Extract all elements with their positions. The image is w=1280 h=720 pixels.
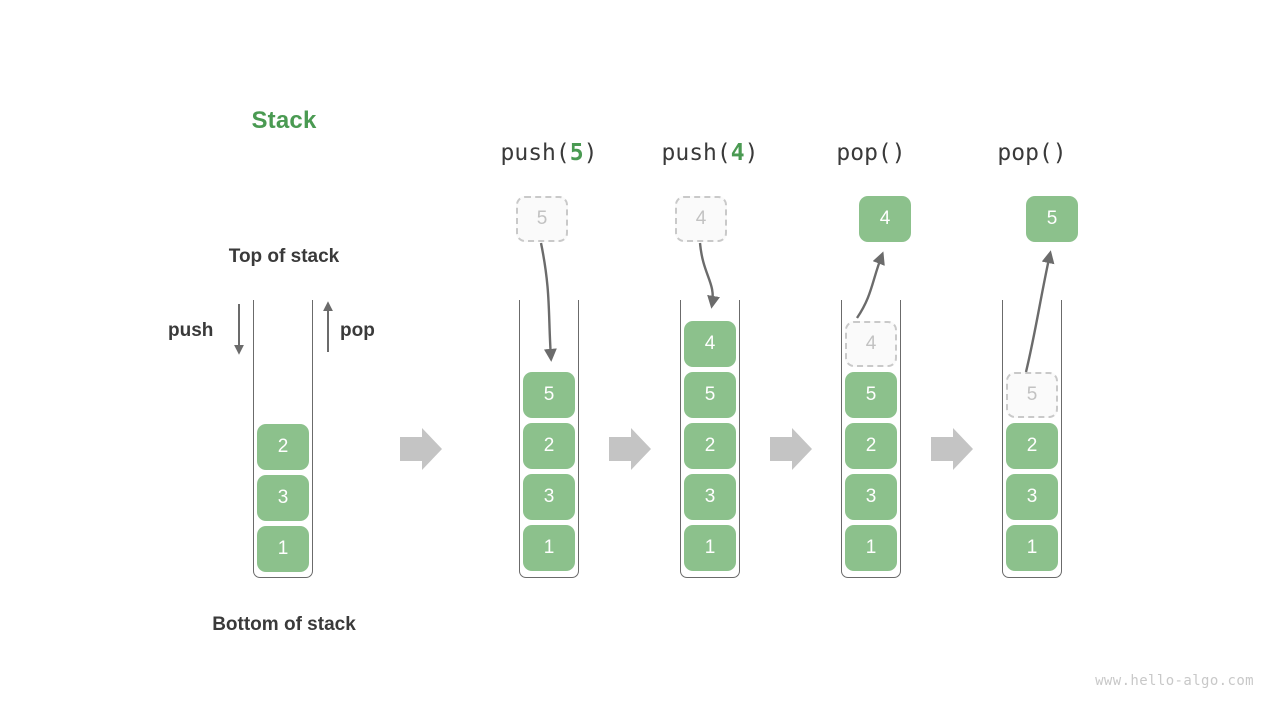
label-bottom-of-stack: Bottom of stack [212,614,356,635]
stack-item: 3 [523,474,575,520]
stack-items: 5 2 3 1 [1002,372,1062,571]
caption-suffix: ) [583,140,598,166]
stack-items: 2 3 1 [253,424,313,572]
caption-arg: 4 [730,140,745,166]
stack-item: 3 [845,474,897,520]
stack-items: 4 5 2 3 1 [680,321,740,571]
flow-block-arrow-1-icon [400,428,442,470]
label-top-of-stack: Top of stack [228,246,340,267]
caption-text: pop( [997,140,1053,166]
stack-item: 2 [684,423,736,469]
caption-arg: 5 [569,140,584,166]
stack-item: 2 [845,423,897,469]
stack-item: 1 [523,525,575,571]
stack-item: 5 [845,372,897,418]
stack-item: 2 [257,424,309,470]
stack-item: 2 [523,423,575,469]
watermark: www.hello-algo.com [1095,673,1254,689]
stack-item: 3 [1006,474,1058,520]
stack-item: 1 [257,526,309,572]
incoming-value-box: 5 [516,196,568,242]
caption-text: pop( [836,140,892,166]
stack-item: 1 [1006,525,1058,571]
caption-push-5: push(5) [459,140,639,166]
stack-item: 1 [684,525,736,571]
stack-item-ghost: 5 [1006,372,1058,418]
push-4-flow-arrow-icon [698,242,720,309]
caption-pop-2: pop() [942,140,1122,166]
stack-item: 5 [684,372,736,418]
caption-suffix: ) [744,140,759,166]
flow-block-arrow-4-icon [931,428,973,470]
caption-pop-1: pop() [781,140,961,166]
caption-suffix: ) [891,140,906,166]
stack-container [253,300,313,578]
incoming-value-box: 4 [675,196,727,242]
page-title: Stack [251,107,317,134]
label-pop: pop [340,320,375,341]
caption-suffix: ) [1052,140,1067,166]
stack-container [519,300,579,578]
stack-items: 5 2 3 1 [519,372,579,571]
stack-items: 4 5 2 3 1 [841,321,901,571]
stack-container [680,300,740,578]
label-push: push [168,320,214,341]
caption-text: push( [500,140,570,166]
flow-block-arrow-2-icon [609,428,651,470]
stack-item: 3 [257,475,309,521]
stack-item: 2 [1006,423,1058,469]
stack-item: 5 [523,372,575,418]
stack-container [1002,300,1062,578]
stack-item: 4 [684,321,736,367]
stack-item-ghost: 4 [845,321,897,367]
stack-item: 1 [845,525,897,571]
flow-block-arrow-3-icon [770,428,812,470]
popped-value-box: 4 [859,196,911,242]
stack-container [841,300,901,578]
popped-value-box: 5 [1026,196,1078,242]
stack-item: 3 [684,474,736,520]
caption-push-4: push(4) [620,140,800,166]
caption-text: push( [661,140,731,166]
